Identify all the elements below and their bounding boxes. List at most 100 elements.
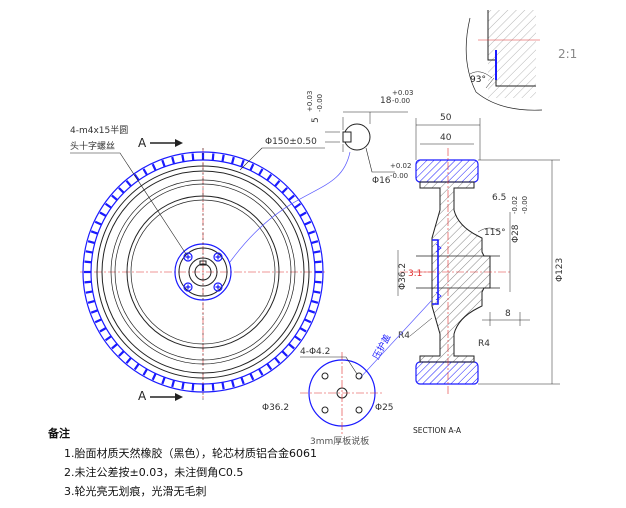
tread-tooth <box>299 327 307 333</box>
tread-tooth <box>313 290 321 294</box>
tread-tooth <box>313 250 321 254</box>
tread-tooth <box>118 350 125 357</box>
tread-tooth <box>240 376 245 385</box>
plate-dia-dim: Φ25 <box>375 403 394 413</box>
tread-tooth <box>299 211 307 217</box>
tread-tooth <box>266 173 273 181</box>
note-item-3: 3.轮光亮无划痕，光滑无毛刺 <box>64 485 207 498</box>
tread-tooth <box>281 350 288 357</box>
key-depth-tol-lower: -0.00 <box>392 97 410 105</box>
key-width-tol-upper: +0.03 <box>306 91 314 112</box>
section-view: 50 40 6.5 115° Φ28 -0.02 -0.00 Φ123 8 R4… <box>359 113 565 435</box>
tread-tooth <box>191 153 195 161</box>
retainer-plate-view: 4-Φ4.2 Φ36.2 Φ25 3mm厚板说板 <box>262 347 394 447</box>
tread-tooth <box>211 153 215 161</box>
dim-key-width: 5 <box>311 117 321 123</box>
tread-tooth <box>171 379 176 388</box>
tread-tooth <box>85 250 93 254</box>
tread-tooth <box>294 202 302 209</box>
tread-tooth <box>161 159 166 168</box>
notes-title: 备注 <box>48 427 70 440</box>
bore-tol-upper: +0.02 <box>390 162 411 170</box>
section-mark-bottom: A <box>138 389 147 403</box>
dim-bore: Φ16 <box>372 176 391 186</box>
tread-tooth <box>211 383 215 391</box>
detail-view: 93° 2:1 <box>465 10 577 111</box>
tread-tooth <box>142 168 148 176</box>
section-tread-top <box>415 159 479 183</box>
tread-tooth <box>281 187 288 194</box>
notes-panel: 备注 1.胎面材质天然橡胶（黑色），轮芯材质铝合金6061 2.未注公差按±0.… <box>48 425 378 499</box>
tread-tooth <box>191 383 195 391</box>
note-item-1: 1.胎面材质天然橡胶（黑色），轮芯材质铝合金6061 <box>64 447 317 460</box>
tread-tooth <box>304 220 312 226</box>
screw-callout-2: 头十字螺丝 <box>70 140 115 152</box>
dim-hub-outer: Φ36.2 <box>398 263 408 290</box>
tread-tooth <box>314 280 322 284</box>
tread-tooth <box>230 156 235 165</box>
tread-tooth <box>181 154 185 162</box>
tread-tooth <box>125 357 132 364</box>
keyway-detail: 18 +0.03 -0.00 5 +0.03 -0.00 Φ16 +0.02 -… <box>229 89 413 263</box>
dim-6-5: 6.5 <box>492 193 506 203</box>
tread-tooth <box>151 373 157 381</box>
plate-note: 3mm厚板说板 <box>310 435 369 447</box>
screw-callout-1: 4-m4x15半圆 <box>70 124 128 136</box>
dim-angle-115: 115° <box>484 228 506 238</box>
tread-tooth <box>171 156 176 165</box>
tread-tooth <box>266 363 273 371</box>
tread-tooth <box>84 280 92 284</box>
tread-tooth <box>249 373 255 381</box>
tread-tooth <box>307 309 316 314</box>
tread-tooth <box>84 260 92 264</box>
key-depth-tol-upper: +0.03 <box>392 89 413 97</box>
section-mark-top: A <box>138 136 147 150</box>
key-width-tol-lower: -0.00 <box>316 94 324 112</box>
tread-tooth <box>288 343 295 350</box>
screw-holes <box>183 252 223 292</box>
tread-tooth <box>230 379 235 388</box>
tread-tooth <box>90 309 99 314</box>
dim-offset-3-1: 3.1 <box>408 269 422 279</box>
tread-tooth <box>90 230 99 235</box>
tread-tooth <box>99 327 107 333</box>
dim-8: 8 <box>505 309 511 319</box>
tread-tooth <box>314 260 322 264</box>
hub-tol-upper: -0.02 <box>511 196 519 214</box>
section-title: SECTION A-A <box>413 426 462 435</box>
tread-tooth <box>274 180 281 187</box>
plate-holes-dim: 4-Φ4.2 <box>300 347 330 357</box>
front-view: A A 4-m4x15半圆 头十字螺丝 Φ150±0.50 <box>70 124 325 403</box>
dim-hub-dia: Φ28 <box>511 224 521 243</box>
tread-tooth <box>181 382 185 390</box>
tread-tooth <box>104 335 112 342</box>
tread-tooth <box>307 230 316 235</box>
tread-outer-circle <box>82 151 324 393</box>
tread-tooth <box>142 368 148 376</box>
hub-tol-lower: -0.00 <box>521 196 529 214</box>
tread-tooth <box>310 240 319 245</box>
tread-tooth <box>94 220 102 226</box>
tread-tooth <box>249 163 255 171</box>
tread-tooth <box>94 318 102 324</box>
retainer-label: 压护盖 <box>370 332 393 361</box>
note-item-2: 2.未注公差按±0.03，未注倒角C0.5 <box>64 466 244 479</box>
tread-tooth <box>133 363 140 371</box>
tread-tooth <box>151 163 157 171</box>
tread-tooth <box>161 376 166 385</box>
tread-tooth <box>310 299 319 304</box>
tread-tooth <box>85 290 93 294</box>
tread-tooth <box>104 202 112 209</box>
section-tread-bottom <box>415 361 479 385</box>
dim-dia-150: Φ150±0.50 <box>265 137 317 147</box>
tread-tooth <box>87 299 96 304</box>
bore-tol-lower: -0.00 <box>390 172 408 180</box>
tread-tooth <box>274 357 281 364</box>
tread-tooth <box>304 318 312 324</box>
detail-scale: 2:1 <box>558 47 577 61</box>
tread-tooth <box>111 194 118 201</box>
tread-tooth <box>258 168 264 176</box>
plate-pcd-dim: Φ36.2 <box>262 403 289 413</box>
tread-tooth <box>258 368 264 376</box>
tread-tooth <box>294 335 302 342</box>
